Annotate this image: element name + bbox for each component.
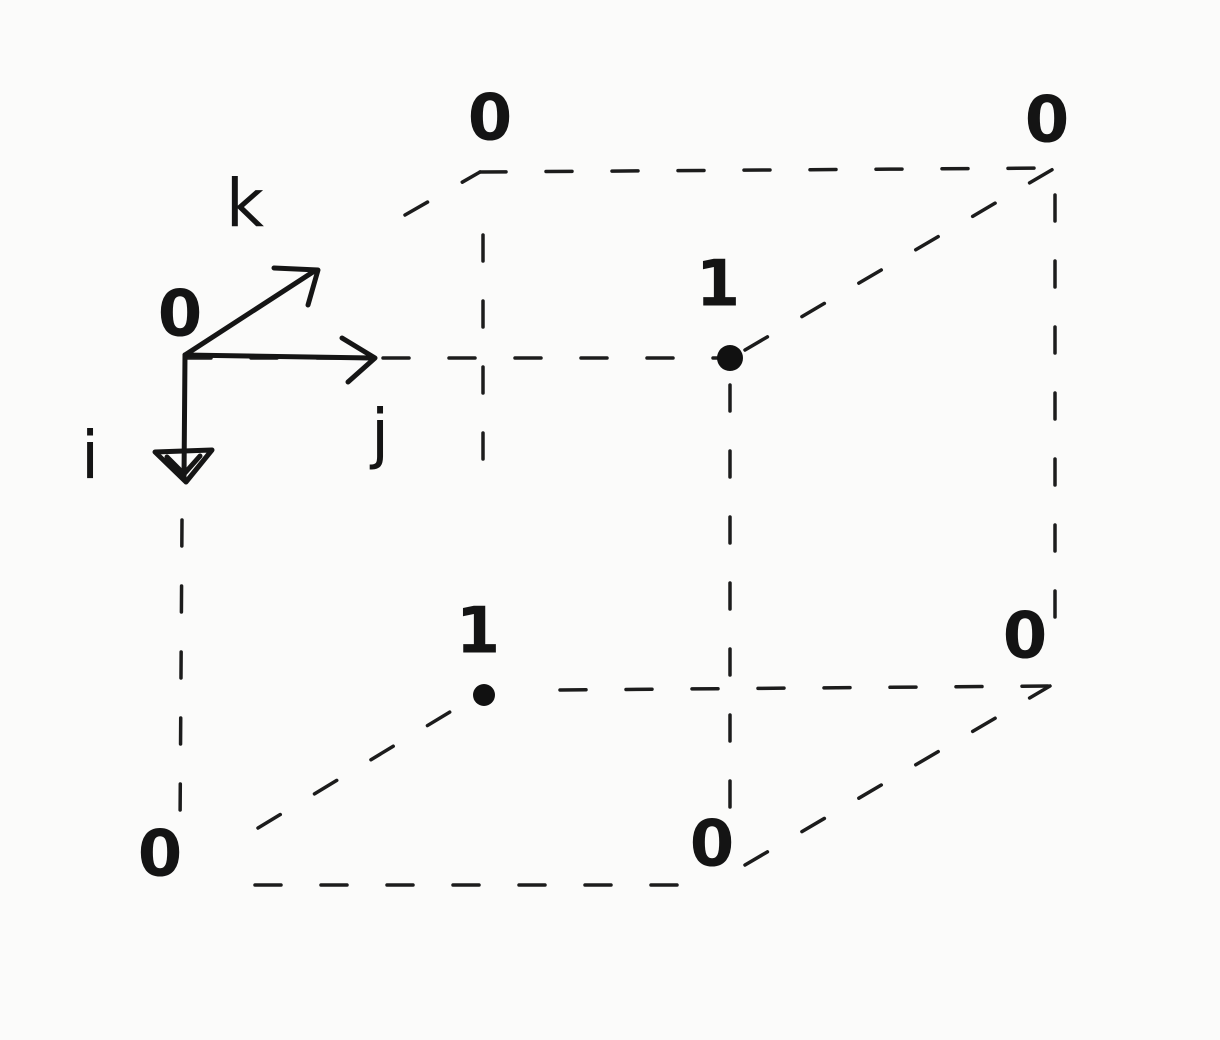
vertex-label-back-bottom-right: 0	[1003, 600, 1048, 674]
axis-i-line	[181, 352, 188, 481]
vertex-label-back-bottom-left: 1	[456, 595, 501, 669]
axis-j-line	[182, 352, 375, 361]
edge-back-bottom	[558, 684, 1052, 692]
vertex-label-back-top-left: 0	[468, 82, 513, 156]
vertex-label-front-top-right: 1	[696, 248, 741, 322]
edge-depth-bottom-right	[743, 684, 1052, 867]
edge-back-top	[478, 166, 1057, 174]
vertex-label-front-bottom-right: 0	[690, 808, 735, 882]
origin-label: 0	[158, 278, 203, 352]
edge-depth-bottom-left	[256, 693, 480, 830]
vertex-dot-front-top-right	[717, 345, 743, 371]
axis-k-label: k	[226, 165, 265, 242]
axis-j-arrowhead	[339, 335, 378, 385]
axis-j-label: j	[369, 395, 389, 472]
vertex-dot-back-bottom-left	[473, 684, 495, 706]
edge-depth-top-left	[403, 170, 482, 217]
axis-k-arrowhead	[271, 265, 321, 308]
edge-front-left	[178, 518, 184, 832]
axis-i-arrowhead	[152, 447, 215, 485]
axis-i-label: i	[81, 417, 99, 494]
axes	[152, 265, 378, 485]
edge-depth-top-right	[743, 166, 1057, 352]
vertex-label-front-bottom-left: 0	[138, 818, 183, 892]
axis-k-line	[182, 267, 319, 358]
vertex-label-back-top-right: 0	[1025, 84, 1070, 158]
